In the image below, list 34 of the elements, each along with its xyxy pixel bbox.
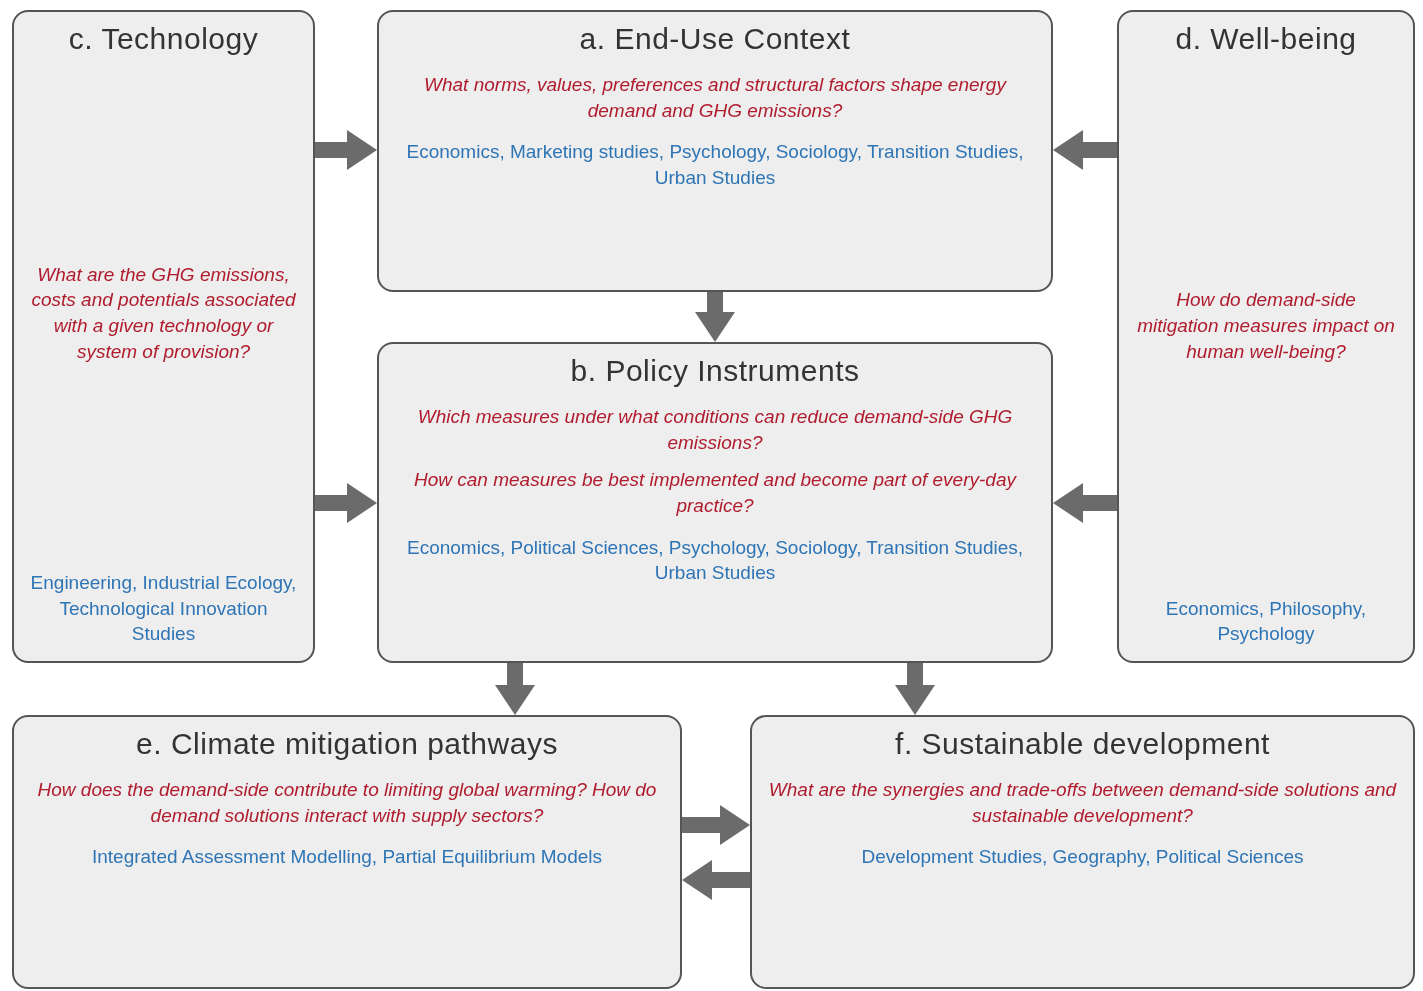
category-box [377,342,1053,663]
block-arrow [1053,483,1117,523]
category-box [12,715,682,989]
disciplines-text: Integrated Assessment Modelling, Partial Equilibrium Models [91,845,603,870]
research-question: What are the GHG emissions, costs and potentials associated with a given technology or system of provision? [30,262,297,364]
research-question: What norms, values, preferences and structural factors shape energy demand and GHG emissions? [423,73,1008,123]
disciplines-text: Economics, Marketing studies, Psychology, Sociology, Transition Studies, Urban Studies [405,140,1025,190]
block-arrow [682,805,750,845]
block-arrow [495,663,535,715]
block-arrow [1053,130,1117,170]
box-title: f. Sustainable development [895,727,1270,761]
research-question: How does the demand-side contribute to limiting global warming? How do demand solutions interact with supply sectors? [36,778,658,828]
disciplines-text: Development Studies, Geography, Political Sciences [861,845,1304,870]
box-title: c. Technology [68,22,259,56]
category-box [1117,10,1415,663]
research-question: How can measures be best implemented and become part of every-day practice? [413,468,1018,518]
disciplines-text: Economics, Philosophy, Psychology [1164,596,1368,647]
box-title: e. Climate mitigation pathways [136,727,558,761]
disciplines-text: Economics, Political Sciences, Psychology, Sociology, Transition Studies, Urban Studies [406,535,1024,586]
block-arrow [315,483,377,523]
box-title: d. Well-being [1175,22,1357,56]
category-box [750,715,1415,989]
research-question: Which measures under what conditions can reduce demand-side GHG emissions? [416,405,1014,455]
category-box [377,10,1053,292]
box-title: b. Policy Instruments [570,354,860,388]
block-arrow [682,860,750,900]
box-title: a. End-Use Context [579,22,851,56]
block-arrow [315,130,377,170]
block-arrow [695,292,735,342]
block-arrow [895,663,935,715]
disciplines-text: Engineering, Industrial Ecology, Technological Innovation Studies [30,571,297,647]
category-box [12,10,315,663]
research-question: How do demand-side mitigation measures impact on human well-being? [1136,288,1396,364]
research-question: What are the synergies and trade-offs between demand-side solutions and sustainable development? [768,778,1397,828]
